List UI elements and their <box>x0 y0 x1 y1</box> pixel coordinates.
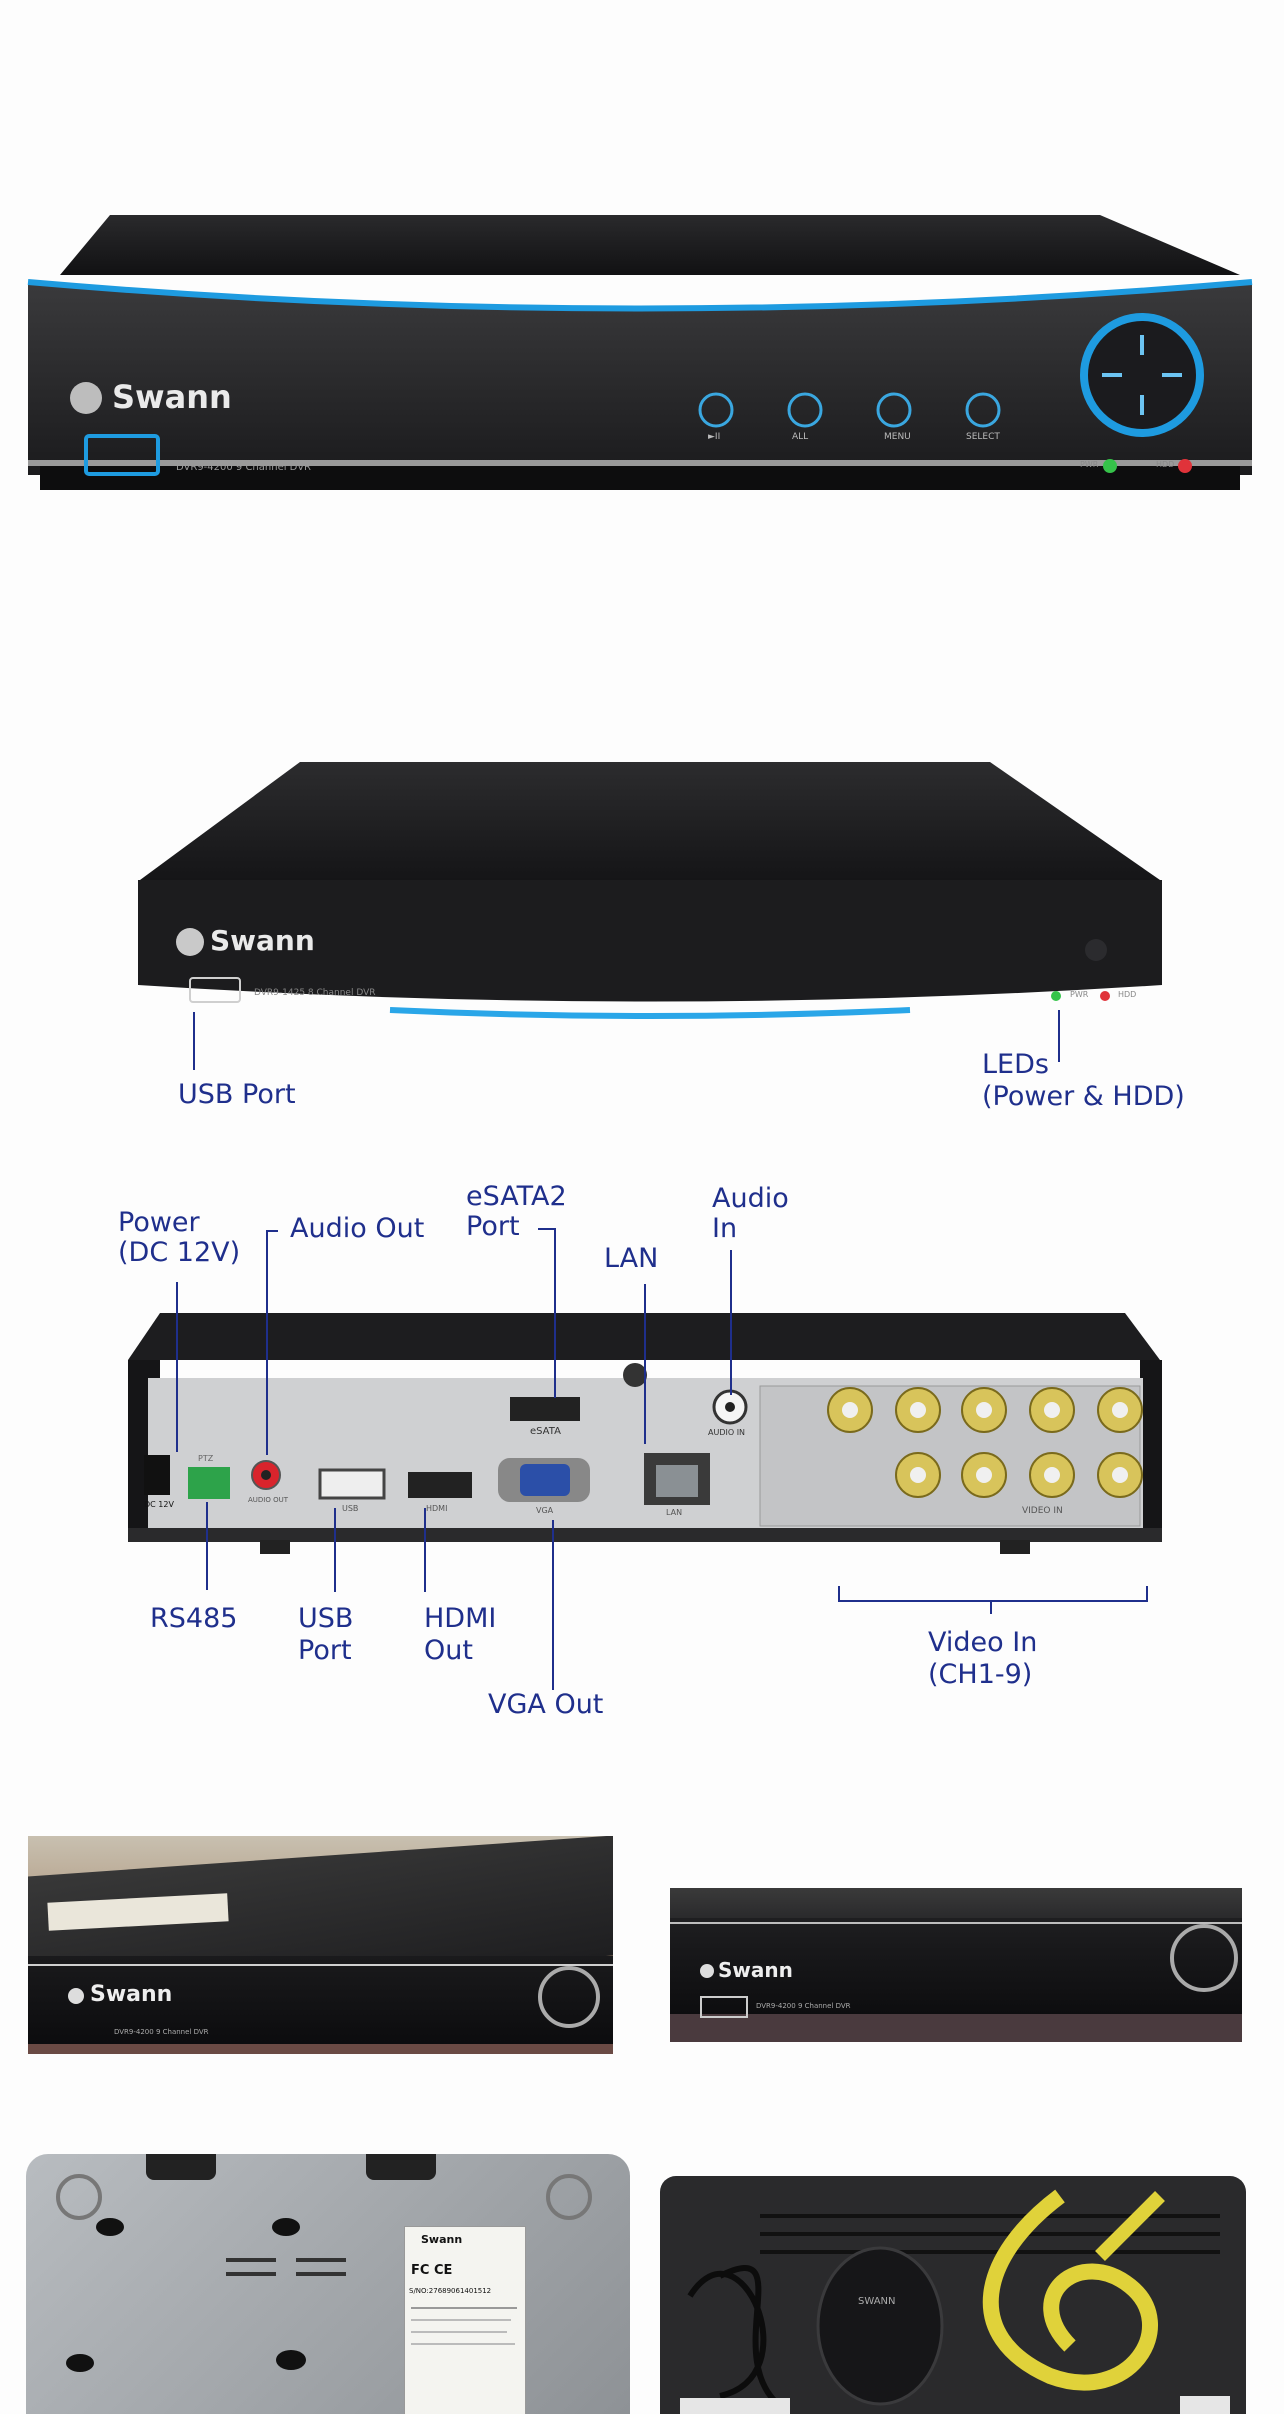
photo1-brand: Swann <box>90 1982 173 2007</box>
dc-power-jack <box>144 1455 170 1495</box>
leds-label-line1: LEDs <box>982 1049 1049 1080</box>
photo4-mouse-brand: SWANN <box>858 2296 896 2307</box>
select-button <box>965 392 1001 428</box>
front-mid-brand: Swann <box>210 924 315 957</box>
dvr-front-mid: Swann DVR9-1425 8 Channel DVR PWR HDD <box>130 760 1170 1030</box>
usb-port-rear <box>318 1468 386 1500</box>
photo1-logo-icon <box>68 1988 84 2004</box>
usb-port-callout-line <box>193 1012 195 1070</box>
dvr-rear: eSATA AUDIO IN DC 12V PTZ AUDIO OUT USB … <box>120 1310 1165 1555</box>
front-top-btn-label: MENU <box>884 432 911 442</box>
usb-port-label: USB Port <box>178 1079 296 1110</box>
photo2-brand: Swann <box>718 1958 793 1982</box>
power-label-line1: Power <box>118 1207 200 1238</box>
dvr-front-top-graphic <box>27 215 1253 490</box>
video-bracket-h <box>838 1600 1148 1602</box>
front-top-btn-label: SELECT <box>966 432 1000 442</box>
front-mid-led-label: HDD <box>1118 990 1137 999</box>
rear-usb-text: USB <box>342 1504 359 1513</box>
video-bracket-r <box>1146 1586 1148 1602</box>
lan-callout <box>644 1284 646 1444</box>
photo2-model: DVR9-4200 9 Channel DVR <box>756 2002 851 2010</box>
power-label-line2: (DC 12V) <box>118 1237 241 1268</box>
power-callout <box>176 1282 178 1452</box>
hdd-led <box>1178 459 1192 473</box>
leds-label-line2: (Power & HDD) <box>982 1081 1185 1112</box>
photo1-model: DVR9-4200 9 Channel DVR <box>114 2028 209 2036</box>
rs485-callout <box>206 1502 208 1590</box>
photo2-logo-icon <box>700 1964 714 1978</box>
esata-port <box>510 1397 580 1421</box>
front-top-led-label: PWR <box>1080 460 1099 469</box>
front-top-btn-label: ALL <box>792 432 809 442</box>
rear-audioin-text: AUDIO IN <box>708 1428 746 1437</box>
swann-logo-icon <box>70 382 102 414</box>
esata-label-line1: eSATA2 <box>466 1181 567 1212</box>
usb-rear-callout <box>334 1508 336 1592</box>
rear-lan-text: LAN <box>666 1508 683 1517</box>
accessories-graphic <box>680 2189 1230 2414</box>
dvr-front-mid-graphic <box>138 762 1162 1019</box>
hdmi-label-line1: HDMI <box>424 1603 497 1634</box>
hdmi-callout <box>424 1508 426 1592</box>
front-mid-led-label: PWR <box>1070 990 1089 999</box>
all-button <box>787 392 823 428</box>
hdmi-label-line2: Out <box>424 1635 473 1666</box>
photo-accessories: SWANN <box>660 2176 1246 2414</box>
audio-in-label-line2: In <box>712 1213 738 1244</box>
rear-videoin-text: VIDEO IN <box>1022 1506 1063 1516</box>
power-led <box>1103 459 1117 473</box>
video-bracket-stem <box>990 1600 992 1614</box>
dvr-rear-graphic <box>128 1313 1162 1554</box>
audio-in-callout <box>730 1250 732 1395</box>
play-pause-button <box>698 392 734 428</box>
usb-rear-label-line2: Port <box>298 1635 352 1666</box>
photo-dvr-front-angle: Swann DVR9-4200 9 Channel DVR <box>28 1836 613 2054</box>
usb-rear-label-line1: USB <box>298 1603 354 1634</box>
rear-hdmi-text: HDMI <box>426 1504 448 1513</box>
audio-out-label: Audio Out <box>290 1213 425 1244</box>
video-in-label-line2: (CH1-9) <box>928 1659 1033 1690</box>
rs485-terminal <box>188 1467 230 1499</box>
audio-out-callout-h <box>266 1230 278 1232</box>
photo-dvr-bottom: Swann FC CE S/NO:27689061401512 <box>26 2154 630 2414</box>
lan-label: LAN <box>604 1243 659 1274</box>
usb-port-front-mid <box>189 977 241 1003</box>
front-top-brand: Swann <box>112 378 232 416</box>
photo3-label-brand: Swann <box>421 2233 463 2246</box>
front-top-btn-label: ►II <box>708 432 721 442</box>
rear-audioout-text: AUDIO OUT <box>248 1496 289 1504</box>
photo3-fcc: FC CE <box>411 2263 453 2278</box>
front-top-led-label: HDD <box>1156 460 1175 469</box>
front-top-model: DVR9-4200 9 Channel DVR <box>176 462 311 473</box>
vga-out-label: VGA Out <box>488 1689 604 1720</box>
rear-vga-text: VGA <box>536 1506 554 1515</box>
vga-callout <box>552 1520 554 1690</box>
usb-port-front <box>84 434 160 476</box>
esata-callout <box>554 1228 556 1398</box>
front-mid-model: DVR9-1425 8 Channel DVR <box>254 988 376 998</box>
video-in-label-line1: Video In <box>928 1627 1038 1658</box>
rear-ptz-text: PTZ <box>198 1454 214 1463</box>
photo3-serial: S/NO:27689061401512 <box>409 2287 492 2295</box>
dvr-front-top: Swann DVR9-4200 9 Channel DVR ►II ALL ME… <box>20 210 1260 500</box>
rear-esata-text: eSATA <box>530 1426 561 1437</box>
rs485-label: RS485 <box>150 1603 238 1634</box>
rear-dc-text: DC 12V <box>144 1500 174 1509</box>
video-bracket-l <box>838 1586 840 1602</box>
swann-logo-icon <box>176 928 204 956</box>
esata-callout-h <box>538 1228 556 1230</box>
vga-port <box>520 1464 570 1496</box>
menu-button <box>876 392 912 428</box>
photo3-serial-sticker: Swann FC CE S/NO:27689061401512 <box>404 2226 526 2414</box>
leds-callout-line <box>1058 1010 1060 1062</box>
photo-dvr-front-straight: Swann DVR9-4200 9 Channel DVR <box>670 1888 1242 2042</box>
hdmi-port <box>408 1472 472 1498</box>
audio-in-label-line1: Audio <box>712 1183 789 1214</box>
esata-label-line2: Port <box>466 1211 520 1242</box>
audio-out-callout <box>266 1230 268 1455</box>
